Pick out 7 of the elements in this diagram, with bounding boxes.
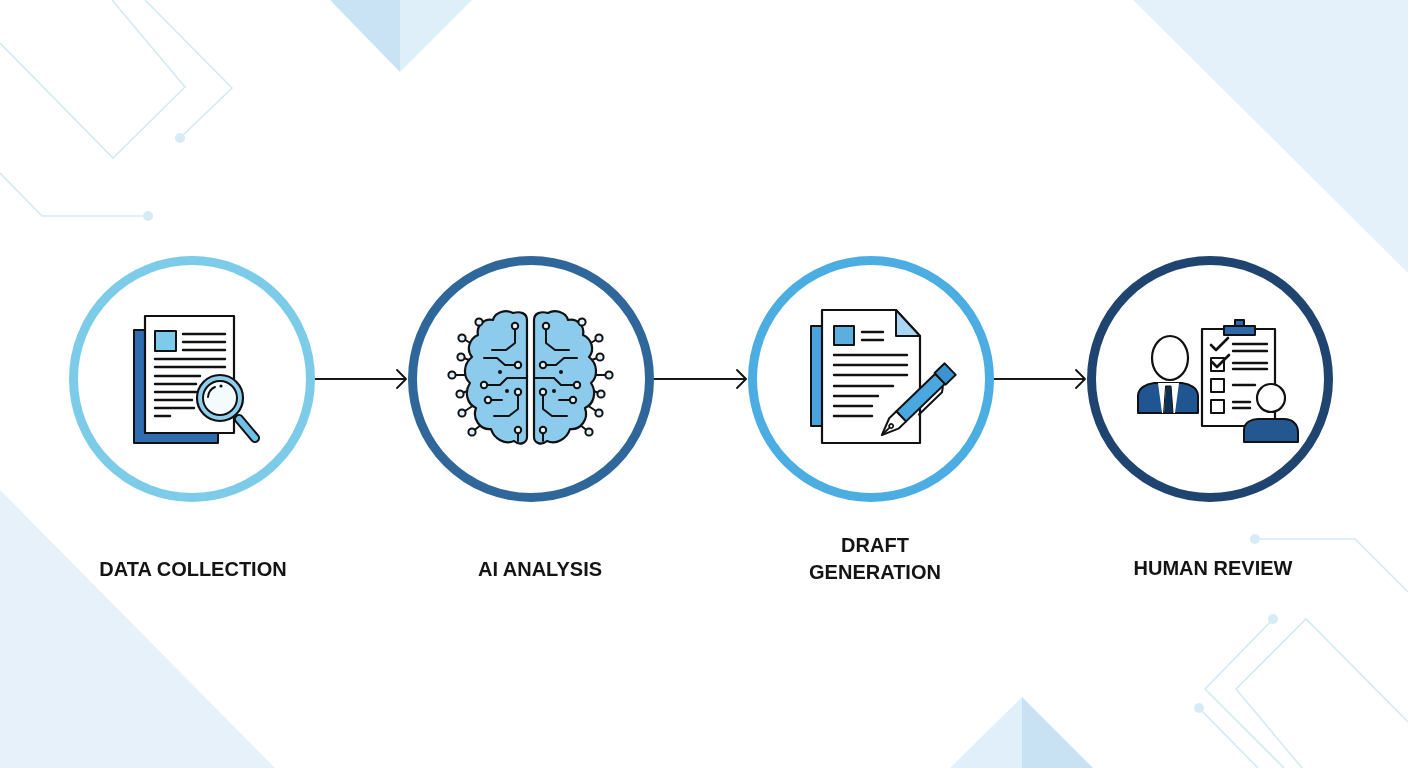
step-label: AI ANALYSIS — [476, 557, 604, 582]
arrow — [993, 369, 1086, 389]
step-label: DRAFT GENERATION — [808, 533, 942, 585]
step-label: HUMAN REVIEW — [1132, 556, 1294, 581]
arrow — [653, 369, 747, 389]
arrow — [314, 369, 407, 389]
step-label: DATA COLLECTION — [98, 557, 288, 582]
